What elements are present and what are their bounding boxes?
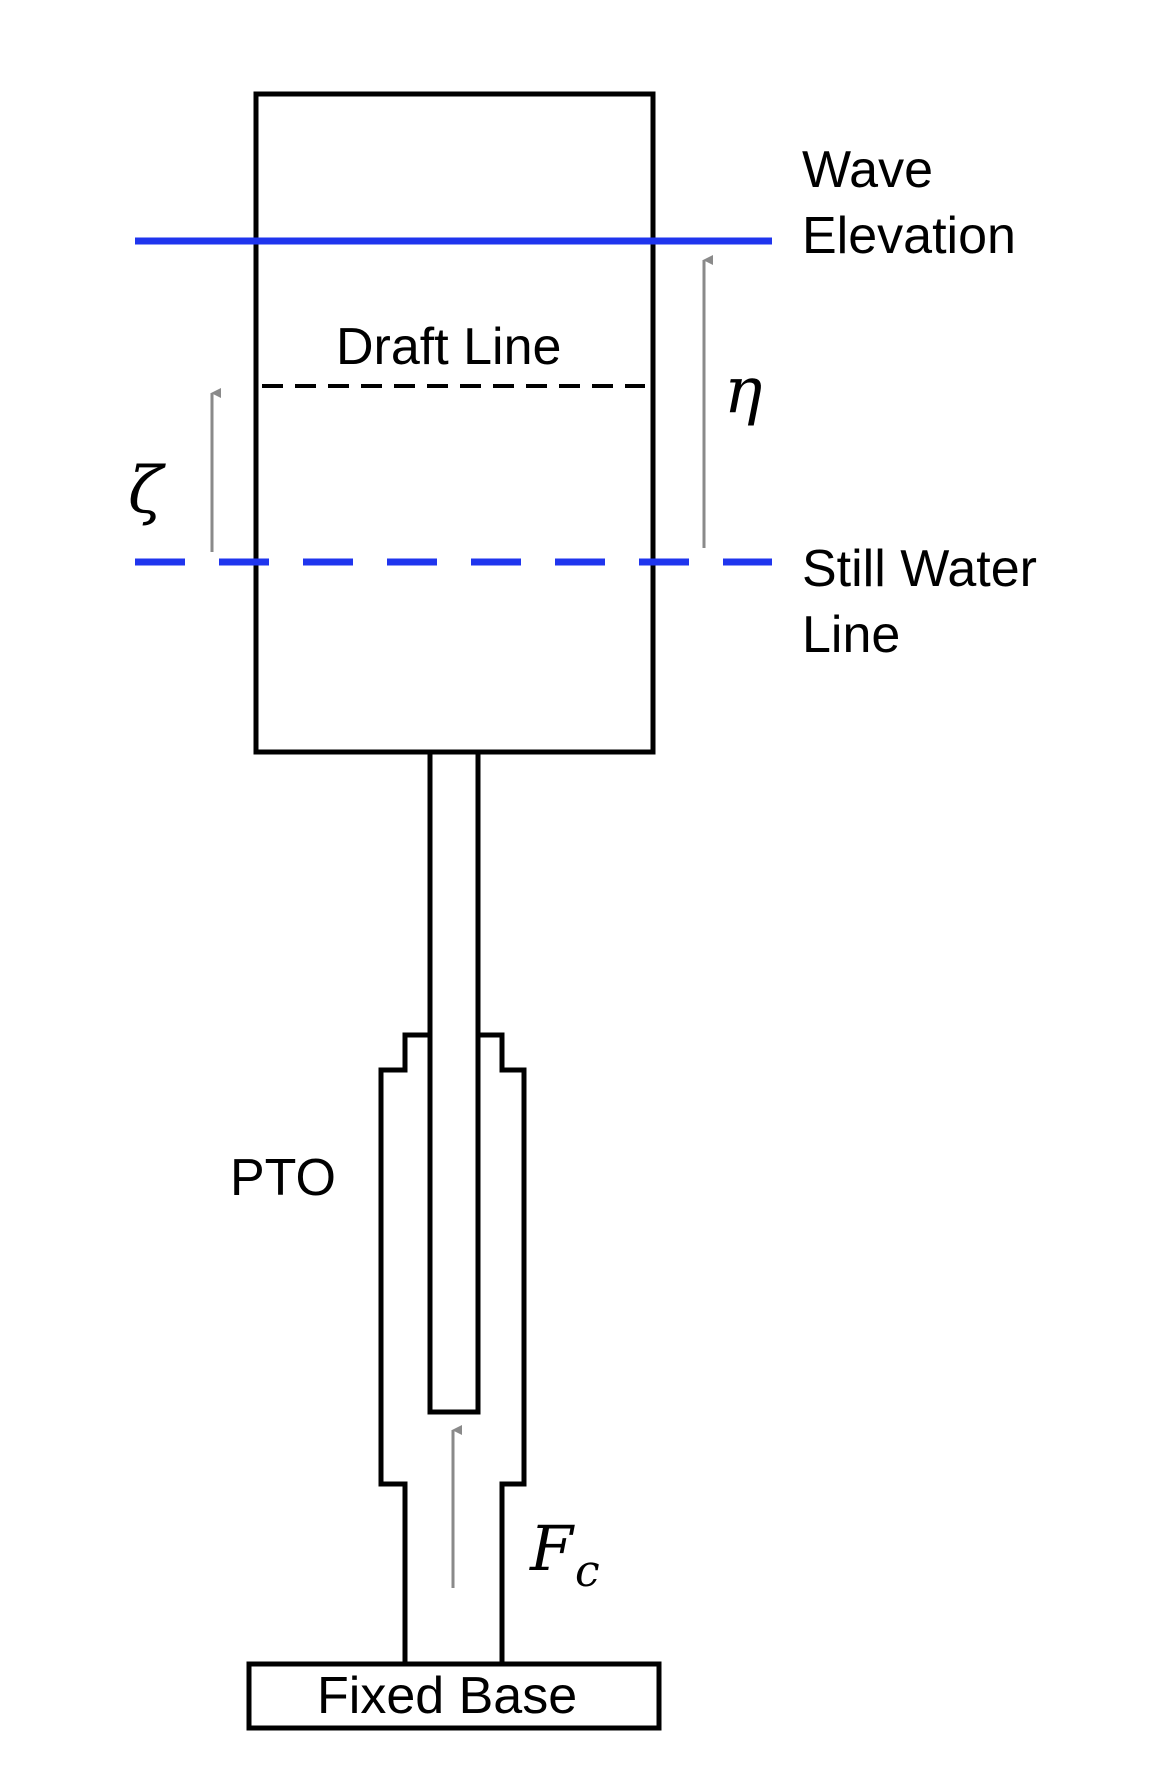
float-body — [253, 91, 656, 755]
wave-elevation-label-line2: Elevation — [802, 207, 1016, 265]
eta-symbol: η — [724, 354, 762, 428]
zeta-symbol: ζ — [128, 454, 166, 528]
draft-line-label: Draft Line — [336, 318, 561, 376]
fixed-base — [246, 1661, 662, 1731]
force-symbol: Fc — [529, 1512, 600, 1597]
pto-housing-left — [378, 1032, 430, 1664]
fixed-base-label: Fixed Base — [317, 1667, 577, 1725]
force-symbol-subscript: c — [575, 1546, 600, 1597]
connecting-rod — [427, 752, 481, 1415]
pto-housing-right — [478, 1032, 527, 1664]
force-symbol-main: F — [529, 1512, 575, 1585]
wave-elevation-label-line1: Wave — [802, 141, 933, 199]
still-water-label-line1: Still Water — [802, 540, 1037, 598]
pto-label: PTO — [230, 1149, 336, 1207]
still-water-label-line2: Line — [802, 606, 900, 664]
